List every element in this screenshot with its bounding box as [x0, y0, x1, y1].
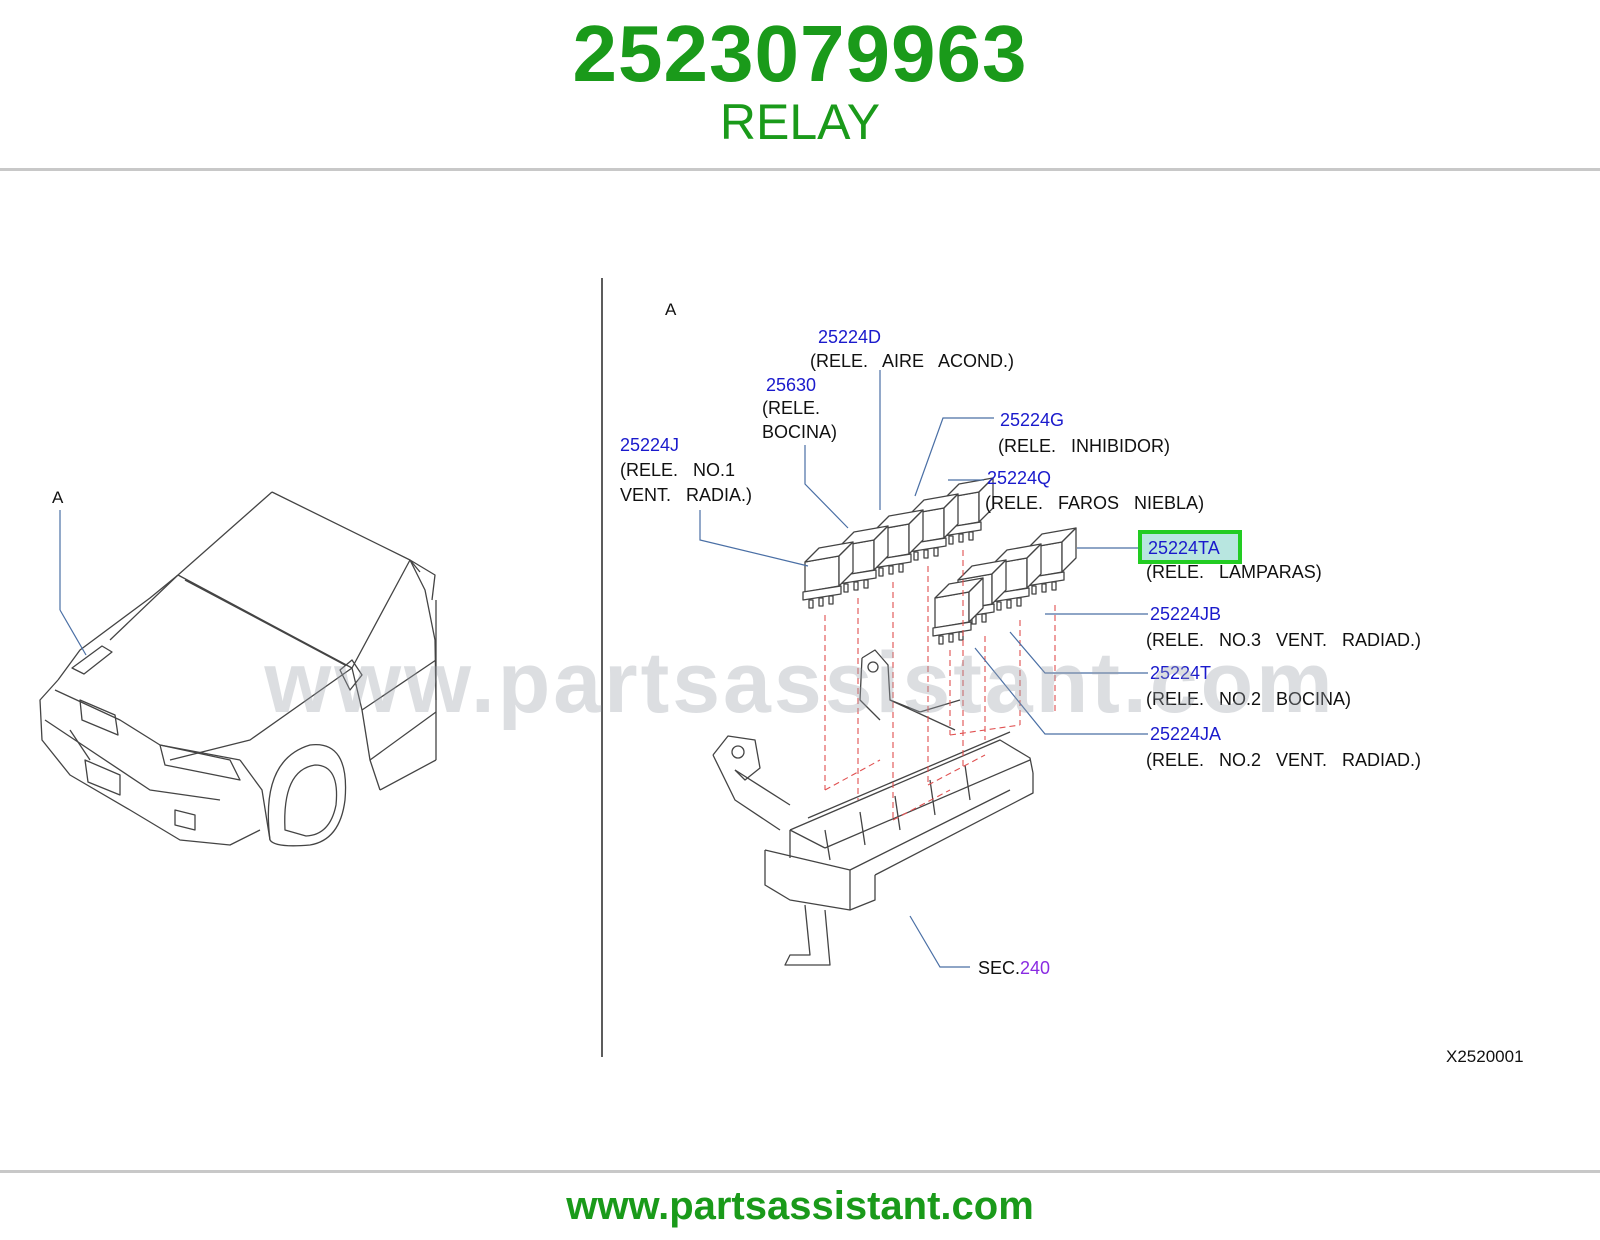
callout-code-25224j[interactable]: 25224J: [620, 435, 679, 455]
footer-url[interactable]: www.partsassistant.com: [566, 1184, 1034, 1228]
relay-group: [802, 477, 1077, 645]
callout-code-25224t[interactable]: 25224T: [1150, 663, 1211, 683]
callout-code-25224jb[interactable]: 25224JB: [1150, 604, 1221, 624]
callout-code-25224d[interactable]: 25224D: [818, 327, 881, 347]
callout-code-25224q[interactable]: 25224Q: [987, 468, 1051, 488]
part-number-title: 2523079963: [572, 9, 1028, 98]
callout-desc-25224t: (RELE. NO.2 BOCINA): [1146, 689, 1351, 709]
callout-desc-25224ja: (RELE. NO.2 VENT. RADIAD.): [1146, 750, 1421, 770]
callouts: 25224D (RELE. AIRE ACOND.) 25630 (RELE. …: [620, 327, 1524, 1066]
callout-desc-25224jb: (RELE. NO.3 VENT. RADIAD.): [1146, 630, 1421, 650]
relay-upper-5: [802, 541, 854, 609]
callout-desc-25224j-line2: VENT. RADIA.): [620, 485, 752, 505]
callout-desc-25224j-line1: (RELE. NO.1: [620, 460, 735, 480]
view-label-left: A: [52, 488, 64, 507]
sec-number: 240: [1020, 958, 1050, 978]
relay-bracket: [712, 649, 1034, 966]
callout-code-25630[interactable]: 25630: [766, 375, 816, 395]
callout-desc-25630-line1: (RELE.: [762, 398, 820, 418]
callout-leaders: [699, 370, 1148, 968]
callout-code-25224ta[interactable]: 25224TA: [1148, 538, 1220, 558]
watermark: www.partsassistant.com: [263, 635, 1335, 731]
callout-desc-25224g: (RELE. INHIBIDOR): [998, 436, 1170, 456]
callout-desc-25224ta: (RELE. LAMPARAS): [1146, 562, 1322, 582]
relay-lower-4: [932, 577, 984, 645]
callout-desc-25224d: (RELE. AIRE ACOND.): [810, 351, 1014, 371]
footer-divider: [0, 1170, 1600, 1173]
header-divider: [0, 168, 1600, 171]
part-name-subtitle: RELAY: [719, 94, 881, 150]
callout-code-25224ja[interactable]: 25224JA: [1150, 724, 1221, 744]
sec-reference[interactable]: SEC.240: [978, 958, 1050, 978]
callout-desc-25630-line2: BOCINA): [762, 422, 837, 442]
page-header: 2523079963 RELAY: [0, 0, 1600, 170]
car-illustration: [39, 491, 437, 847]
view-label-right: A: [665, 300, 677, 319]
callout-desc-25224q: (RELE. FAROS NIEBLA): [985, 493, 1204, 513]
callout-code-25224g[interactable]: 25224G: [1000, 410, 1064, 430]
assembly-guides: [824, 550, 1056, 821]
figure-code: X2520001: [1446, 1047, 1524, 1066]
sec-prefix: SEC.: [978, 958, 1020, 978]
highlight-box-25224ta[interactable]: [1138, 530, 1242, 564]
view-a-leader-2: [59, 609, 87, 656]
